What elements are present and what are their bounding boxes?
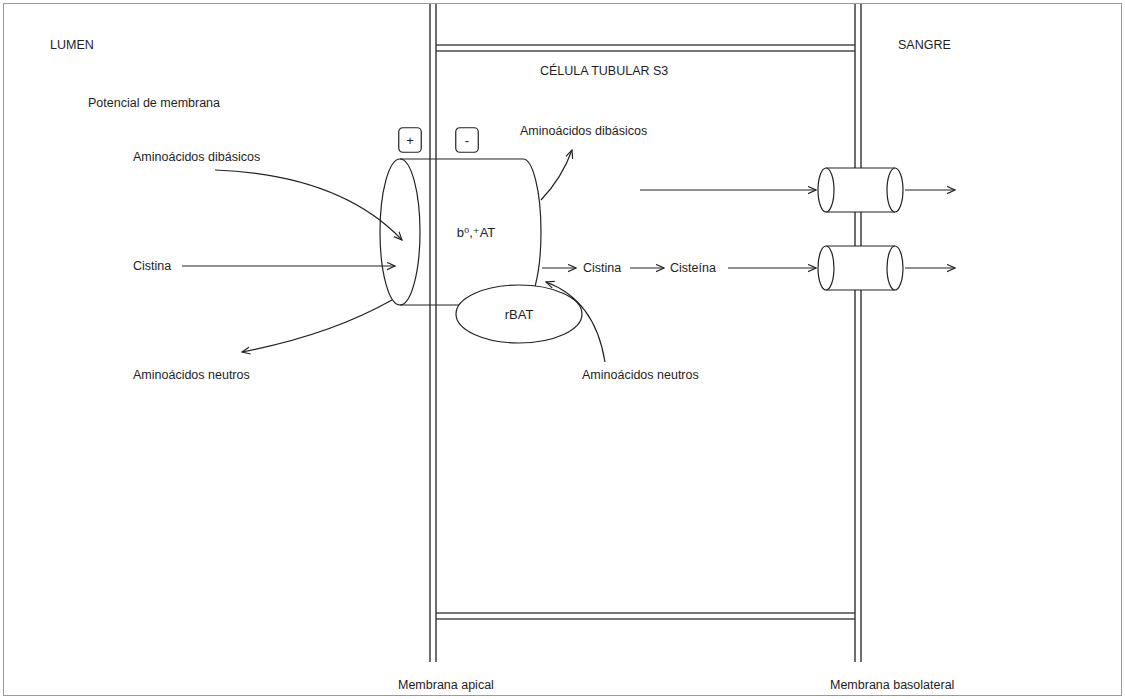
substrate-label: Aminoácidos dibásicos xyxy=(520,124,647,139)
membrane-label: Membrana basolateral xyxy=(830,678,954,693)
transporter-cylinder: b⁰,⁺AT xyxy=(380,158,542,306)
node-text: - xyxy=(465,133,469,148)
membrane-label: Membrana apical xyxy=(398,678,494,693)
substrate-label: Cisteína xyxy=(670,261,716,276)
region-label: LUMEN xyxy=(50,38,94,53)
substrate-label: Aminoácidos dibásicos xyxy=(133,150,260,165)
flux-arrows xyxy=(182,150,955,362)
cell-label: CÉLULA TUBULAR S3 xyxy=(540,64,668,79)
node-text: + xyxy=(406,133,414,148)
figure-frame xyxy=(4,4,1122,696)
substrate-label: Cistina xyxy=(133,259,171,274)
subunit-ellipse: rBAT xyxy=(455,284,583,344)
cell-membranes xyxy=(430,4,861,662)
substrate-label: Aminoácidos neutros xyxy=(133,368,250,383)
region-label: SANGRE xyxy=(898,38,951,53)
substrate-label: Aminoácidos neutros xyxy=(582,368,699,383)
charge-box: + xyxy=(398,127,422,153)
potential-label: Potencial de membrana xyxy=(88,96,220,111)
charge-box: - xyxy=(455,127,479,153)
node-text: rBAT xyxy=(505,307,534,322)
node-text: b⁰,⁺AT xyxy=(457,225,496,240)
substrate-label: Cistina xyxy=(583,261,621,276)
basolateral-transporters xyxy=(818,168,903,290)
